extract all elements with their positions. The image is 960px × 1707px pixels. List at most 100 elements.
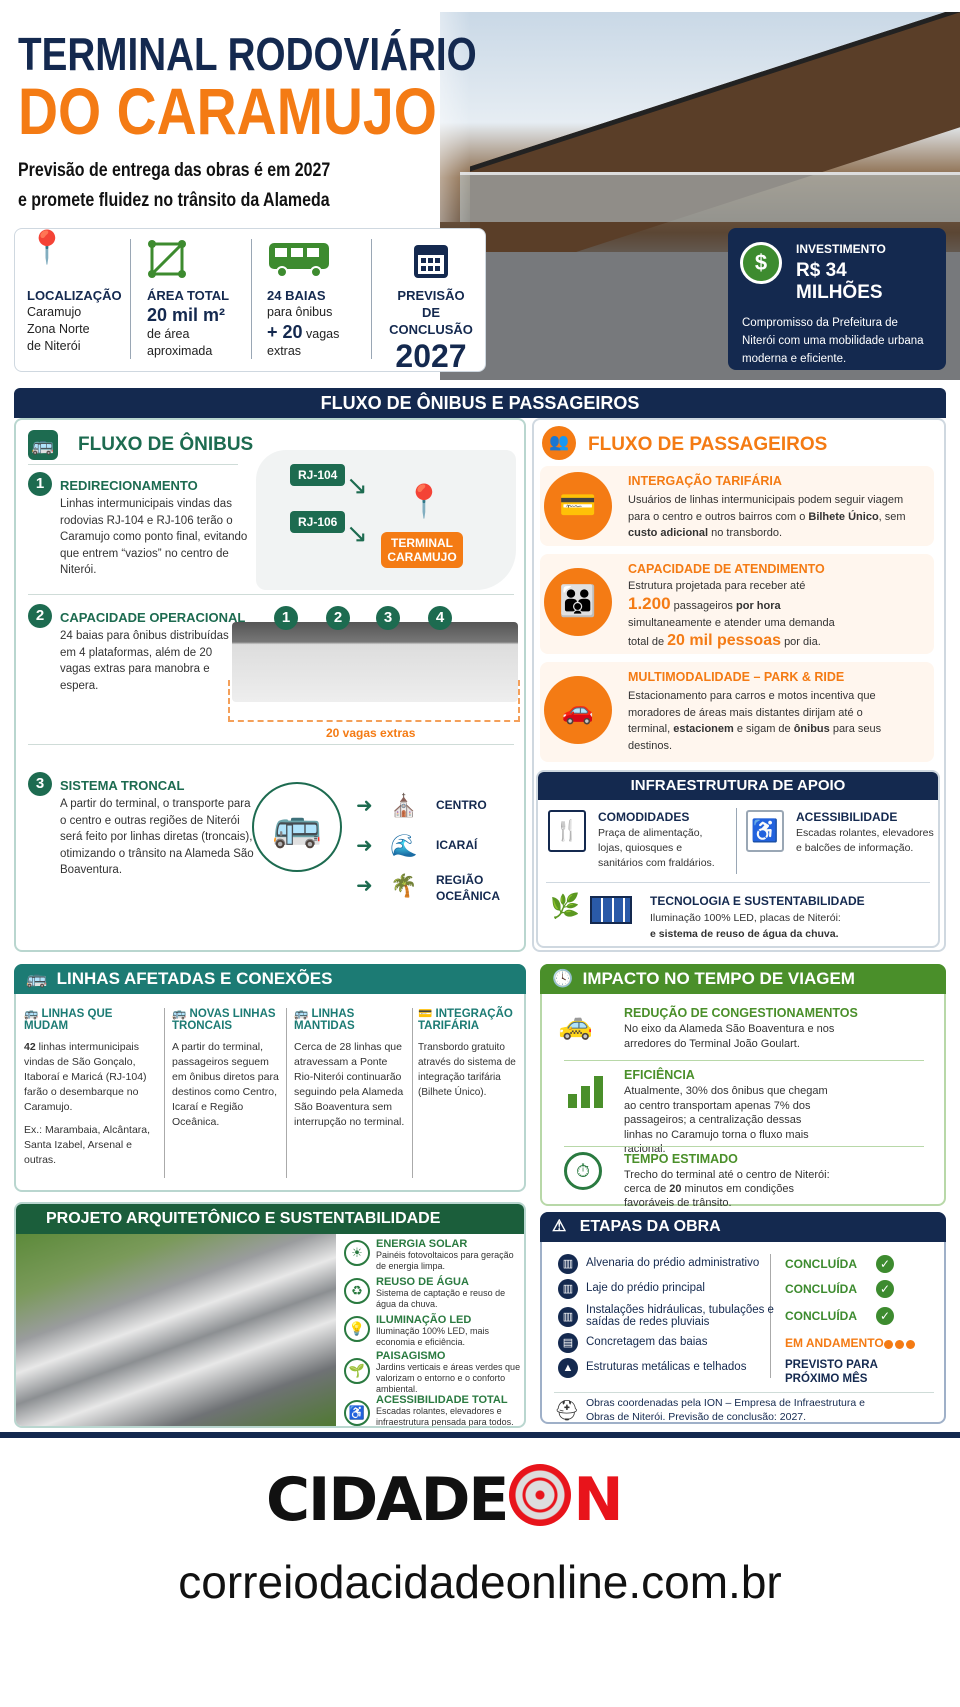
capacity-day: 20 mil pessoas [667, 632, 781, 649]
website-url[interactable]: correiodacidadeonline.com.br [178, 1556, 782, 1608]
box-title: INTERGAÇÃO TARIFÁRIA [628, 474, 782, 488]
travel-impact-panel: 🕓 IMPACTO NO TEMPO DE VIAGEM 🚕 REDUÇÃO D… [540, 964, 946, 1209]
arrow-icons: ➜➜➜ [356, 795, 373, 897]
text: Usuários de linhas intermunicipais podem… [628, 494, 904, 523]
infra-item-title: COMODIDADES [598, 810, 690, 824]
solar-panel-icon [590, 896, 632, 924]
stage-task: Laje do prédio principal [586, 1282, 705, 1294]
title-line2: DO CARAMUJO [18, 74, 437, 148]
column-title-text: LINHAS QUE MUDAM [24, 1008, 113, 1032]
feature-text: Painéis fotovoltaicos para geração de en… [376, 1250, 514, 1271]
text: , sem [878, 510, 906, 523]
text: e sigam de [733, 723, 794, 735]
feature-title: REUSO DE ÁGUA [376, 1276, 469, 1288]
destination-regiao-oceanica: REGIÃO OCEÂNICA [436, 873, 501, 903]
affected-lines-header: 🚌 LINHAS AFETADAS E CONEXÕES [14, 964, 526, 994]
travel-impact-title: IMPACTO NO TEMPO DE VIAGEM [582, 969, 855, 988]
plant-icon: 🌱 [344, 1358, 370, 1384]
text: Estacionamento para carros e motos incen… [628, 690, 876, 735]
support-infra-box: INFRAESTRUTURA DE APOIO 🍴 COMODIDADES Pr… [536, 770, 940, 948]
infra-item-text: Praça de alimentação, lojas, quiosques e… [598, 827, 715, 869]
food-icon: 🍴 [548, 810, 586, 852]
accessibility-icon: ♿ [746, 810, 784, 852]
passenger-flow-title: FLUXO DE PASSAGEIROS [588, 434, 828, 455]
stage-task: Concretagem das baias [586, 1336, 708, 1348]
stage-status: CONCLUÍDA [785, 1257, 857, 1271]
impact-title: REDUÇÃO DE CONGESTIONAMENTOS [624, 1006, 858, 1020]
step-text: 24 baias para ônibus distribuídas em 4 p… [60, 630, 229, 692]
stage-status: CONCLUÍDA [785, 1309, 857, 1323]
bus-icon: 🚌 [28, 430, 58, 460]
extra-spaces-label: 20 vagas extras [326, 726, 416, 740]
feature-title: ACESSIBILIDADE TOTAL [376, 1394, 508, 1406]
area-icon [147, 239, 241, 287]
building-icon: ▥ [558, 1279, 578, 1299]
car-bike-icon: 🚗 [544, 676, 612, 744]
destination-centro: CENTRO [436, 798, 487, 812]
text: Transbordo gratuito através do sistema d… [418, 1042, 516, 1098]
infra-title: INFRAESTRUTURA DE APOIO [538, 772, 938, 800]
step-text: Linhas intermunicipais vindas das rodovi… [60, 498, 248, 576]
column-title: 💳 INTEGRAÇÃO TARIFÁRIA [418, 1006, 522, 1032]
calendar-icon [387, 239, 475, 287]
capacity-hour: 1.200 [628, 594, 671, 613]
lines-column: 🚌 LINHAS QUE MUDAM 42 linhas intermunici… [24, 1006, 154, 1168]
platform-number: 4 [428, 606, 452, 630]
road-label: RJ-106 [290, 511, 346, 533]
stat-line: aproximada [147, 344, 213, 358]
column-title: 🚌 LINHAS QUE MUDAM [24, 1006, 154, 1032]
platform-number: 1 [274, 606, 298, 630]
column-title-text: NOVAS LINHAS TRONCAIS [172, 1008, 276, 1032]
bus-icon: 🚌 [172, 1008, 187, 1020]
road-label: RJ-104 [290, 464, 346, 486]
impact-title: EFICIÊNCIA [624, 1068, 695, 1082]
platform-number: 3 [376, 606, 400, 630]
terminal-label: TERMINAL CARAMUJO [381, 532, 463, 568]
bus-flow-title: FLUXO DE ÔNIBUS [78, 434, 254, 455]
stage-task: Instalações hidráulicas, tubulações e sa… [586, 1304, 774, 1328]
step-number: 3 [28, 772, 52, 796]
column-title: 🚌 NOVAS LINHAS TRONCAIS [172, 1006, 282, 1032]
bar-chart-icon [566, 1074, 606, 1115]
stage-task: Estruturas metálicas e telhados [586, 1361, 747, 1373]
text-bold: por hora [736, 600, 781, 612]
investment-value: R$ 34 MILHÕES [796, 260, 883, 303]
text-bold: 42 [24, 1041, 36, 1053]
hard-hat-icon: ⛑ [554, 1400, 580, 1422]
column-extra: Ex.: Marambaia, Alcântara, Santa Izabel,… [24, 1124, 151, 1166]
bus-flow-panel: 🚌 FLUXO DE ÔNIBUS 1 REDIRECIONAMENTO Lin… [14, 418, 526, 952]
construction-stages-panel: ⚠ ETAPAS DA OBRA ▥Alvenaria do prédio ad… [540, 1212, 946, 1424]
title-backdrop [0, 12, 470, 222]
column-title-text: LINHAS MANTIDAS [294, 1008, 355, 1032]
feature-text: Iluminação 100% LED, mais economia e efi… [376, 1326, 490, 1347]
subtitle: Previsão de entrega das obras é em 2027 … [18, 156, 390, 216]
arrow-icon: ↘ [346, 470, 368, 500]
check-icon: ✓ [876, 1307, 894, 1325]
card-icon: 💳 [544, 472, 612, 540]
text: no transbordo. [708, 527, 783, 539]
building-icon: ▥ [558, 1307, 578, 1327]
stat-bays: 24 BAIAS para ônibus + 20 vagas extras [255, 229, 373, 371]
destination-icarai: ICARAÍ [436, 838, 478, 852]
stat-title: ÁREA TOTAL [147, 288, 230, 303]
accessibility-icon: ♿ [344, 1400, 370, 1426]
step-title: REDIRECIONAMENTO [60, 478, 198, 493]
affected-lines-title: LINHAS AFETADAS E CONEXÕES [56, 969, 333, 988]
clipboard-icon: ▤ [558, 1333, 578, 1353]
subtitle-line2: e promete fluidez no trânsito da Alameda [18, 190, 330, 211]
stat-line: vagas [306, 327, 340, 341]
check-icon: ✓ [876, 1280, 894, 1298]
stat-line: de Niterói [27, 339, 81, 353]
affected-lines-panel: 🚌 LINHAS AFETADAS E CONEXÕES 🚌 LINHAS QU… [14, 964, 526, 1192]
step-number: 1 [28, 472, 52, 496]
impact-text: Trecho do terminal até o centro de Niter… [624, 1169, 830, 1195]
stat-location: 📍 LOCALIZAÇÃO Caramujo Zona Norte de Nit… [15, 229, 133, 371]
impact-title: TEMPO ESTIMADO [624, 1152, 738, 1166]
capacity-box: 👪 CAPACIDADE DE ATENDIMENTO Estrutura pr… [540, 554, 934, 654]
logo-disc-icon [509, 1464, 572, 1526]
roof-icon: ▲ [558, 1358, 578, 1378]
lines-column: 🚌 NOVAS LINHAS TRONCAIS A partir do term… [172, 1006, 282, 1130]
